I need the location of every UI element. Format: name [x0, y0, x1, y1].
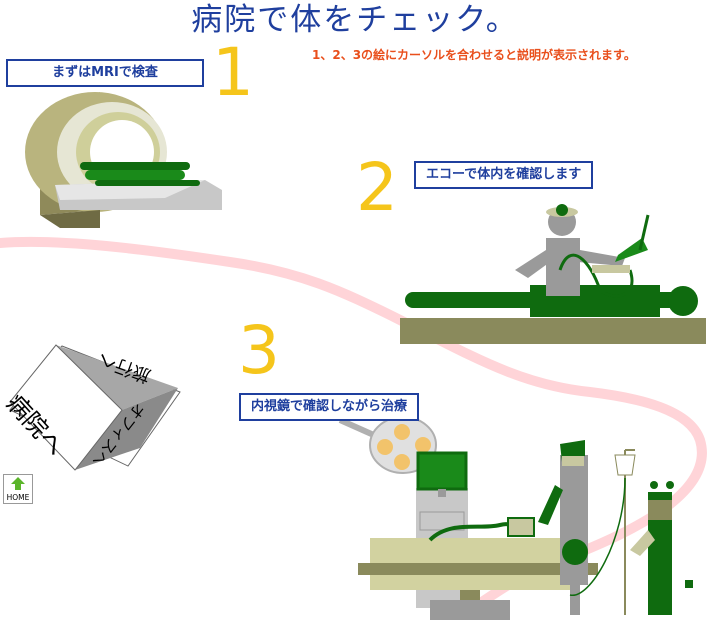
step-label-1: まずはMRIで検査 [6, 59, 204, 87]
page-title: 病院で体をチェック。 [191, 2, 519, 38]
step-label-3: 内視鏡で確認しながら治療 [239, 393, 420, 421]
home-arrow-icon [11, 477, 25, 490]
destination-cube[interactable] [9, 344, 181, 471]
home-label: HOME [6, 493, 30, 502]
step-label-2: エコーで体内を確認します [414, 161, 594, 189]
home-button[interactable]: HOME [3, 474, 33, 504]
step-number-2[interactable]: 2 [356, 149, 398, 226]
pink-path [0, 236, 707, 615]
step-number-3[interactable]: 3 [238, 312, 280, 389]
mri-scene[interactable] [25, 92, 222, 228]
instruction-text: 1、2、3の絵にカーソルを合わせると説明が表示されます。 [312, 48, 636, 62]
ultrasound-scene[interactable] [400, 204, 706, 344]
endoscope-scene[interactable] [338, 416, 693, 620]
step-number-1[interactable]: 1 [212, 34, 254, 111]
